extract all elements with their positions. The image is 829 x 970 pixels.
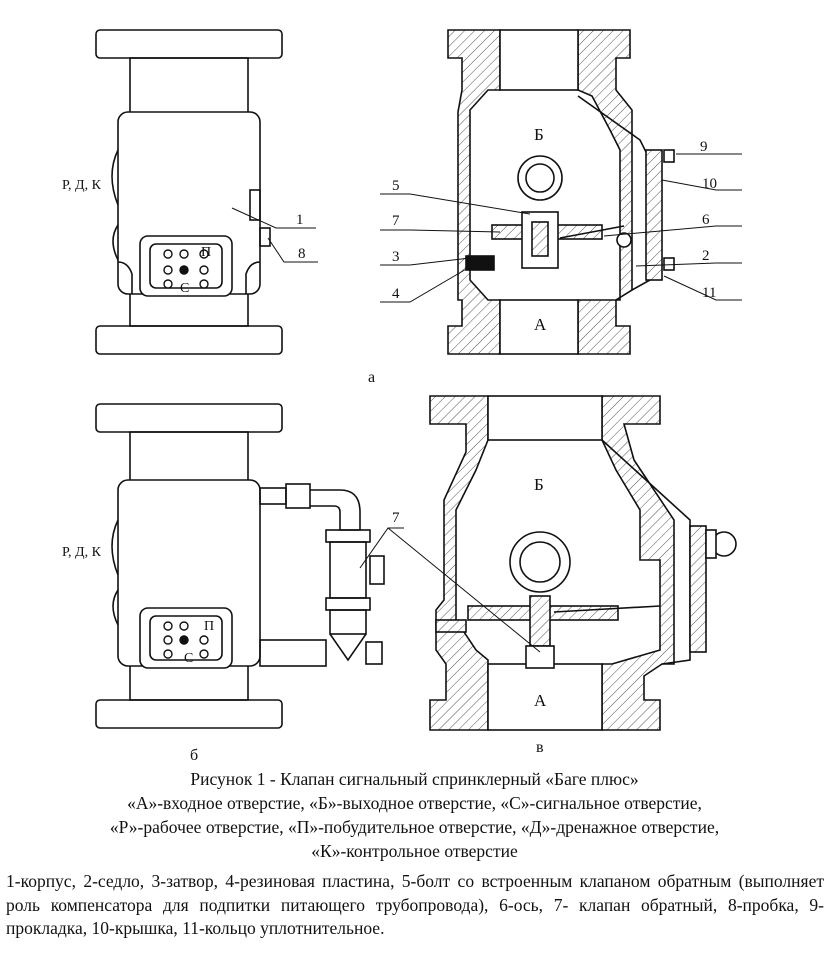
callout-1: 1 xyxy=(296,212,304,228)
view-label-v: в xyxy=(536,739,544,756)
view-a-ports xyxy=(163,249,209,289)
valve-technical-drawing: Р, Д, К П С 1 8 Б А 5 7 3 xyxy=(62,29,742,764)
view-b-ports xyxy=(163,621,209,659)
figure-caption-line-4: «К»-контрольное отверстие xyxy=(311,841,518,861)
callout-7-top: 7 xyxy=(392,213,400,229)
view-b-rdk-label: Р, Д, К xyxy=(62,545,102,560)
view-a-chamber-b: Б xyxy=(534,125,544,144)
view-a-exterior xyxy=(95,29,283,355)
view-a-leaders xyxy=(231,207,318,263)
view-v-leaders xyxy=(359,527,541,653)
callout-3: 3 xyxy=(392,249,400,265)
view-b-s-label: С xyxy=(184,651,193,666)
callout-2: 2 xyxy=(702,248,710,264)
view-v-chamber-b: Б xyxy=(534,475,544,494)
view-a-rdk-label: Р, Д, К xyxy=(62,178,102,193)
view-a-s-label: С xyxy=(180,281,189,296)
view-v-chamber-a: А xyxy=(534,691,547,710)
callout-4: 4 xyxy=(392,286,400,302)
view-a-chamber-a: А xyxy=(534,315,547,334)
view-b-p-label: П xyxy=(204,619,214,634)
figure-caption-line-3: «Р»-рабочее отверстие, «П»-побудительное… xyxy=(109,817,720,837)
figure-caption-title: Рисунок 1 - Клапан сигнальный спринклерн… xyxy=(190,769,639,789)
view-a-section xyxy=(447,29,675,355)
parts-legend: 1-корпус, 2-седло, 3-затвор, 4-резиновая… xyxy=(6,871,824,938)
figure-caption-line-2: «А»-входное отверстие, «Б»-выходное отве… xyxy=(127,793,702,813)
view-label-b: б xyxy=(190,747,198,764)
callout-11: 11 xyxy=(702,285,716,301)
view-v-section xyxy=(429,395,737,731)
callout-5: 5 xyxy=(392,178,400,194)
callout-9: 9 xyxy=(700,139,708,155)
view-b-exterior xyxy=(95,403,385,729)
view-label-a: а xyxy=(368,369,375,386)
view-a-section-leaders xyxy=(380,153,742,303)
callout-6: 6 xyxy=(702,212,710,228)
callout-10: 10 xyxy=(702,176,717,192)
callout-8: 8 xyxy=(298,246,306,262)
view-a-p-label: П xyxy=(201,245,211,260)
callout-7-bottom: 7 xyxy=(392,510,400,526)
